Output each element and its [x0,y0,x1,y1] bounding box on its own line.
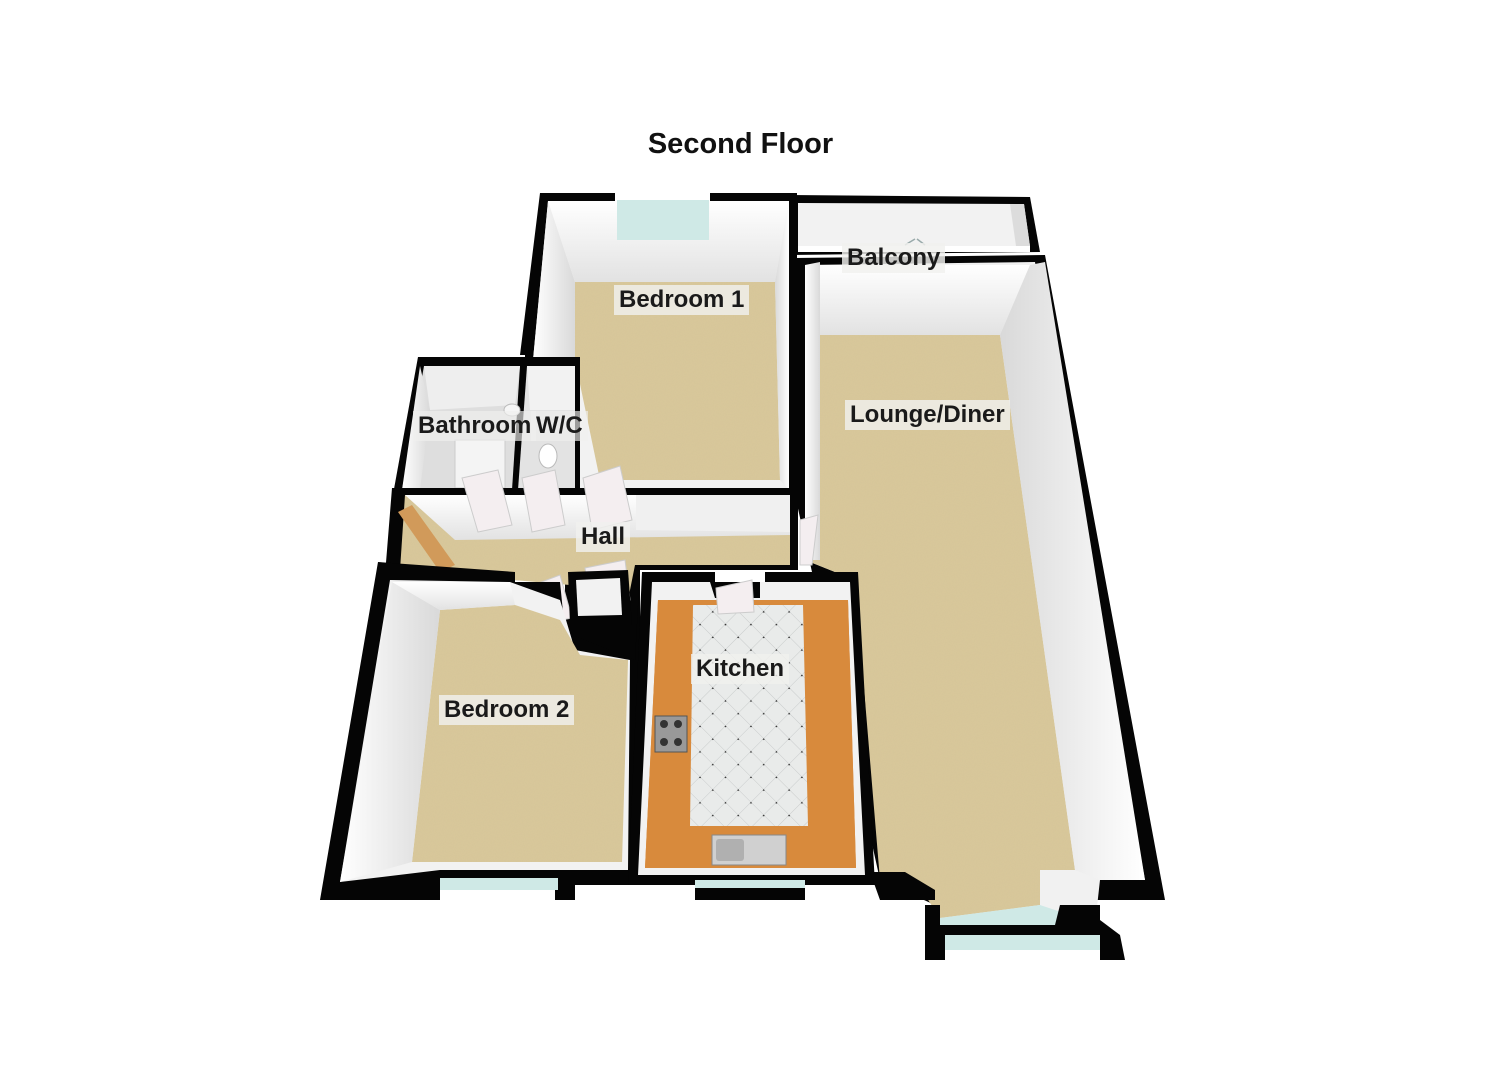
label-bedroom-2: Bedroom 2 [439,695,575,725]
floor-title-text: Second Floor [647,128,834,160]
label-wc: W/C [531,411,588,441]
label-lounge-diner: Lounge/Diner [845,400,1010,430]
room-balcony [790,195,1040,255]
room-bedroom-1 [520,193,797,500]
label-hall: Hall [576,522,631,552]
floor-title: Second Floor [0,128,1485,161]
label-kitchen: Kitchen [691,654,790,684]
label-bedroom-1: Bedroom 1 [614,285,750,315]
label-balcony: Balcony [842,243,946,273]
room-kitchen [628,572,875,900]
label-bathroom: Bathroom [413,411,537,441]
room-bedroom-2 [320,562,640,900]
